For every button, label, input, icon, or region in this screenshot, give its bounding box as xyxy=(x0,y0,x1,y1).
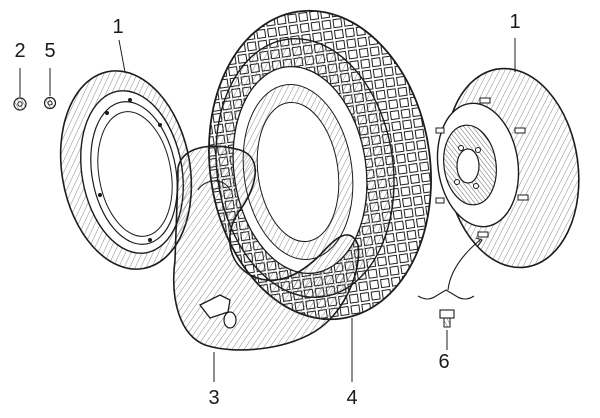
callout-label-6: 6 xyxy=(438,351,449,373)
tyre-part-4 xyxy=(208,9,432,382)
callout-label-1-right: 1 xyxy=(509,11,520,33)
nut-part-2 xyxy=(13,68,27,111)
callout-label-2: 2 xyxy=(14,40,25,62)
callout-label-4: 4 xyxy=(346,387,357,409)
rim-half-right xyxy=(435,38,580,269)
callout-label-5: 5 xyxy=(44,40,55,62)
tube-valve xyxy=(199,294,237,329)
callout-label-3: 3 xyxy=(208,387,219,409)
bolt-part-6 xyxy=(417,237,483,350)
nut-part-5 xyxy=(43,68,57,110)
callout-label-1-left: 1 xyxy=(112,16,123,38)
inner-tube-part-3 xyxy=(172,145,360,382)
